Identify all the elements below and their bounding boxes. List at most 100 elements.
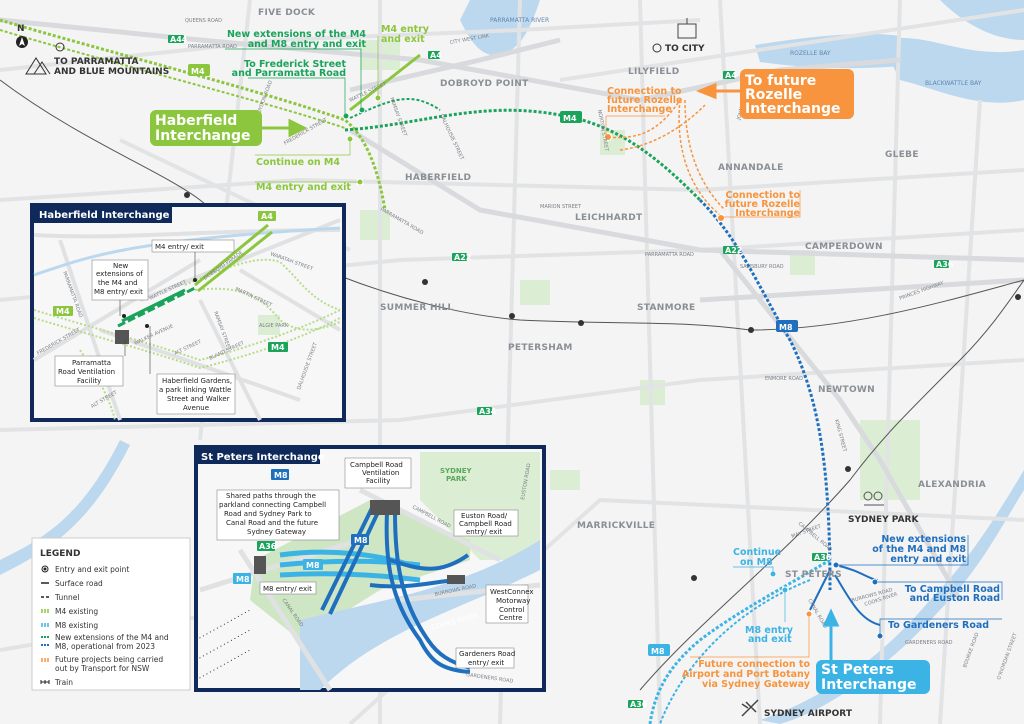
callout-rozelle-2-3: Interchange xyxy=(735,208,800,219)
callout-m4-entry-exit-top-2: and exit xyxy=(381,34,425,45)
inset-badge-m8-2: M8 xyxy=(354,536,368,545)
inset-control-centre-callout-2: Motorway xyxy=(496,597,530,605)
to-gardeners-line xyxy=(879,618,1002,636)
inset-control-centre-callout-3: Control xyxy=(499,606,524,614)
rozelle-callout-line-2 xyxy=(722,190,801,218)
street-label: SALISBURY ROAD xyxy=(740,264,784,270)
inset-badge-m8-4: M8 xyxy=(236,575,250,584)
m4-surface-link xyxy=(349,53,421,112)
inset-campbell-vent-callout-3: Facility xyxy=(366,477,390,485)
suburb-alexandria: ALEXANDRIA xyxy=(918,480,986,490)
legend-future-projects: Future projects being carried xyxy=(55,655,163,664)
inset-euston-callout-2: Campbell Road xyxy=(459,520,512,528)
inset-gardeners-callout-2: entry/ exit xyxy=(468,659,504,667)
callout-continue-m8: Continue xyxy=(733,547,781,558)
inset-badge-m4: M4 xyxy=(56,307,70,316)
inset-gardeners-callout: Gardeners Road xyxy=(459,650,515,658)
legend-surface-road: Surface road xyxy=(55,579,103,588)
m4-existing-route xyxy=(0,18,387,211)
suburb-summer-hill: SUMMER HILL xyxy=(380,303,454,313)
inset-gardens-callout-4: Avenue xyxy=(183,404,209,412)
callout-rozelle-2: Connection to xyxy=(725,190,800,201)
street-label: QUEENS ROAD xyxy=(185,18,222,24)
suburb-haberfield: HABERFIELD xyxy=(405,173,471,183)
callout-future-airport: Future connection to xyxy=(698,659,810,670)
badge-m8: M8 xyxy=(779,323,793,332)
north-arrow-glyph xyxy=(19,37,25,46)
callout-m4-entry-exit-top: M4 entry xyxy=(381,24,430,35)
future-rozelle-routes xyxy=(607,99,726,216)
inset-euston-callout-3: entry/ exit xyxy=(466,528,502,536)
inset-m4-entry-callout: M4 entry/ exit xyxy=(155,243,204,251)
suburb-camperdown: CAMPERDOWN xyxy=(805,242,883,252)
callout-new-ext-stpeters-2: of the M4 and M8 xyxy=(872,544,966,555)
suburb-dobroyd-point: DOBROYD POINT xyxy=(440,79,529,89)
m8-existing-route-2 xyxy=(659,579,811,724)
new-m4-ramp xyxy=(349,98,441,119)
inset-shared-paths-callout-3: Road and Sydney Park to xyxy=(224,510,312,518)
inset-campbell-vent-callout: Campbell Road xyxy=(350,461,403,469)
inset-badge-a4: A4 xyxy=(261,212,273,221)
callout-rozelle-2-2: future Rozelle xyxy=(725,199,800,210)
badge-m4: M4 xyxy=(191,67,205,76)
street-label: MARION STREET xyxy=(540,204,582,210)
badge-a4-2: A4 xyxy=(725,71,737,80)
inset-shared-paths-callout-5: Sydney Gateway xyxy=(247,528,306,536)
callout-new-ext-haberfield: New extensions of the M4 xyxy=(227,29,366,40)
inset-vent-callout-2: Road Ventilation xyxy=(58,368,115,376)
suburb-newtown: NEWTOWN xyxy=(818,385,875,395)
badge-a22-2: A22 xyxy=(725,246,742,255)
badge-a4: A4 xyxy=(430,51,442,60)
callout-future-airport-2: Airport and Port Botany xyxy=(682,669,811,680)
future-rozelle-label: To future xyxy=(745,73,816,89)
train-lines xyxy=(0,79,1024,691)
callout-m8-entry-exit-2: and exit xyxy=(748,634,792,645)
arrow-circle-icon xyxy=(55,42,65,52)
inset-badge-m8: M8 xyxy=(274,471,288,480)
legend-new-extensions-2: M8, operational from 2023 xyxy=(55,642,155,651)
callout-m4-entry-exit: M4 entry and exit xyxy=(256,182,351,193)
airplane-icon xyxy=(741,699,759,717)
suburb-stanmore: STANMORE xyxy=(637,303,696,313)
sydney-park-icon xyxy=(863,491,884,506)
inset-new-ext-callout-3: the M4 and xyxy=(98,279,138,287)
st-peters-inset xyxy=(194,445,546,692)
legend xyxy=(31,537,191,691)
haberfield-interchange-box xyxy=(150,110,262,146)
inset-badge-m8-3: M8 xyxy=(306,561,320,570)
mountains-icon xyxy=(25,57,51,75)
label-rozelle-bay: ROZELLE BAY xyxy=(790,50,831,57)
inset-gardens-callout: Haberfield Gardens, xyxy=(162,377,232,385)
future-rozelle-box xyxy=(740,69,854,119)
city-buildings-icon xyxy=(677,18,697,39)
suburb-sydney-park: SYDNEY PARK xyxy=(848,515,919,525)
to-city-label: TO CITY xyxy=(665,44,705,54)
future-rozelle-label-3: Interchange xyxy=(745,101,840,117)
arrow-up-icon xyxy=(822,608,840,662)
st-peters-interchange-label-2: Interchange xyxy=(821,677,916,693)
street-label: PARRAMATTA ROAD xyxy=(188,44,237,50)
callout-rozelle-1: Connection to xyxy=(607,86,682,97)
inset-gardens-callout-3: Street and Walker xyxy=(167,395,230,403)
to-parramatta-label-2: AND BLUE MOUNTAINS xyxy=(54,67,169,77)
m8-existing-route xyxy=(648,558,831,724)
suburb-leichhardt: LEICHHARDT xyxy=(575,213,643,223)
inset-badge-a36: A36 xyxy=(259,542,277,551)
inset-vent-callout: Parramatta xyxy=(72,359,111,367)
up-arrow-circle-icon xyxy=(652,43,662,53)
callout-new-ext-haberfield-2: and M8 entry and exit xyxy=(248,39,367,50)
inset-new-ext-callout-2: extensions of xyxy=(96,270,143,278)
legend-future-projects-2: out by Transport for NSW xyxy=(55,664,150,673)
st-peters-inset-title: St Peters Interchange xyxy=(201,452,325,463)
haberfield-inset xyxy=(30,203,346,422)
inset-control-centre-callout: WestConnex xyxy=(490,588,534,596)
badge-a44: A44 xyxy=(170,35,188,44)
inset-new-ext-callout: New xyxy=(113,262,129,270)
inset-m8-entry-callout: M8 entry/ exit xyxy=(263,585,312,593)
callout-future-airport-3: via Sydney Gateway xyxy=(702,679,811,690)
legend-new-extensions: New extensions of the M4 and xyxy=(55,633,169,642)
inset-shared-paths-callout-2: parkland connecting Campbell xyxy=(219,501,326,509)
suburb-sydney-airport: SYDNEY AIRPORT xyxy=(764,709,853,719)
arrow-left-icon xyxy=(695,82,740,100)
